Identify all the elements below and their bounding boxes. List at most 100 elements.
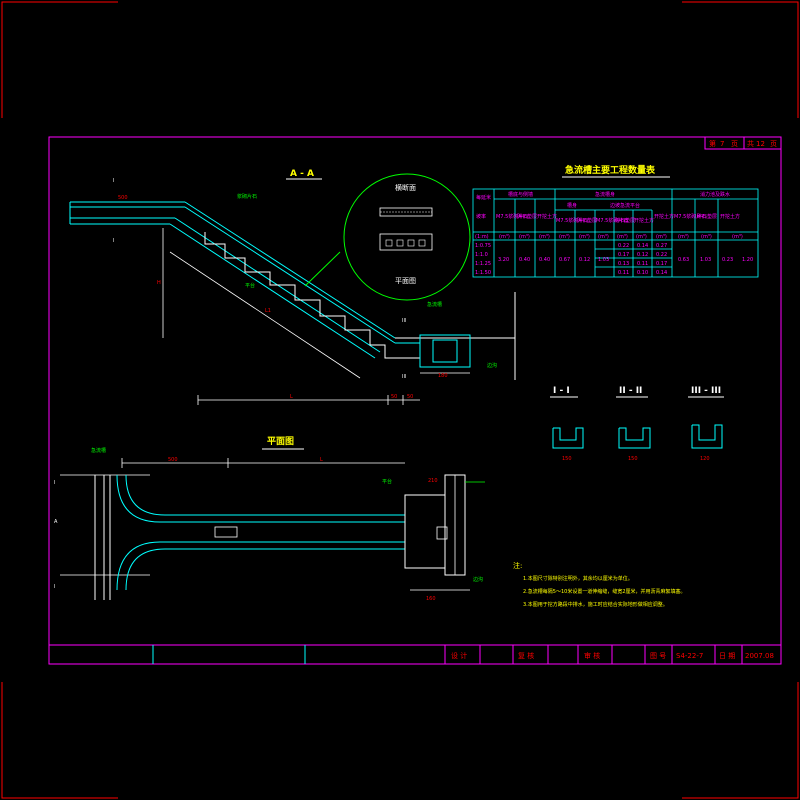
sec2-title: II - II	[619, 386, 642, 396]
table-var-3-2: 0.14	[656, 270, 667, 276]
plan-label-ditch: 急流槽	[91, 447, 106, 454]
sec3-title: III - III	[691, 386, 721, 396]
plan-dim-500: 500	[168, 457, 178, 463]
table-var-2-0: 0.13	[618, 261, 629, 267]
table-c4: M7.5浆砌片石	[556, 217, 588, 224]
approve-label: 审 核	[584, 651, 600, 660]
table-unit-3: (m³)	[539, 234, 550, 240]
page-unit: 页	[731, 140, 738, 148]
table-unit-6: (m³)	[598, 234, 609, 240]
table-tail-2: 0.23	[722, 257, 733, 263]
table-c11: 碎石垫层	[697, 213, 717, 220]
table-unit-5: (m³)	[579, 234, 590, 240]
dim-180: 180	[438, 373, 448, 379]
table-var-2-1: 0.11	[637, 261, 648, 267]
page-number: 7	[720, 140, 724, 148]
table-tail-1: 1.03	[700, 257, 711, 263]
table-group1: 槽底与侧墙	[508, 191, 533, 198]
table-var-0-0: 0.22	[618, 243, 629, 249]
table-tail-3: 1.20	[742, 257, 753, 263]
table-slope-1: 1:1.0	[475, 252, 488, 258]
sec3-dim: 120	[700, 456, 710, 462]
table-slope-2: 1:1.25	[475, 261, 491, 267]
plan-cut-1: I	[54, 480, 55, 486]
plan-cut-1b: I	[54, 584, 55, 590]
table-c2: 碎石垫层	[517, 213, 537, 220]
plan-view: 平面图 500 L 160 210 急流槽 平台 边沟 A I I	[54, 436, 485, 602]
plan-dim-210: 210	[428, 478, 438, 484]
table-unit-8: (m³)	[636, 234, 647, 240]
sec2-dim: 150	[628, 456, 638, 462]
plan-title: 平面图	[267, 436, 294, 447]
note-3: 3.本图用于挖方路段中排水，施工时应结合实际地形做相应调整。	[523, 601, 668, 608]
plan-label-berm: 平台	[382, 478, 392, 485]
drawing-border	[48, 136, 782, 665]
table-var-1-1: 0.12	[637, 252, 648, 258]
table-sub-a: 槽身	[567, 202, 577, 209]
detail-cross-title: 横断面	[395, 183, 416, 192]
table-c10: M7.5浆砌片石	[674, 213, 706, 220]
table-title: 急流槽主要工程数量表	[565, 164, 656, 176]
table-c9: 开挖土方	[654, 213, 674, 220]
sec1-dim: 150	[562, 456, 572, 462]
label-side-ditch: 边沟	[487, 362, 497, 369]
plan-dim-160: 160	[426, 596, 436, 602]
label-drain-ditch: 急流槽	[427, 301, 442, 308]
table-var-0-1: 0.14	[637, 243, 648, 249]
detail-plan-title: 平面图	[395, 277, 416, 285]
table-unit-11: (m³)	[701, 234, 712, 240]
table-c5: 碎石垫层	[577, 217, 597, 224]
plan-label-side: 边沟	[473, 576, 483, 583]
table-unit-12: (m³)	[732, 234, 743, 240]
table-c3: 开挖土方	[537, 213, 557, 220]
cut-mark-3: III	[402, 318, 406, 324]
cut-mark-1: I	[113, 178, 114, 184]
cut-mark-3b: III	[402, 374, 406, 380]
table-c12: 开挖土方	[720, 213, 740, 220]
detail-circle: 横断面 平面图	[304, 173, 471, 301]
table-tail-0: 0.63	[678, 257, 689, 263]
plan-dim-l: L	[320, 457, 323, 463]
table-corner: 每延米	[476, 194, 491, 201]
table-slope-0: 1:0.75	[475, 243, 491, 249]
table-var-1-2: 0.22	[656, 252, 667, 258]
dim-50a: 50	[391, 394, 397, 400]
table-unit-4: (m³)	[559, 234, 570, 240]
dim-500-top: 500	[118, 195, 128, 201]
drawing-no: S4-22-7	[676, 652, 703, 660]
table-merged-3: 0.67	[559, 257, 570, 263]
table-group3: 消力池及跌水	[700, 191, 730, 198]
page-label: 第	[709, 139, 716, 148]
dim-l: L	[290, 394, 293, 400]
section-aa-title: A - A	[290, 169, 314, 179]
table-unit-10: (m³)	[678, 234, 689, 240]
cross-sections: I - I 150 II - II 150 III - III 120	[550, 386, 724, 462]
dim-h: H	[157, 280, 161, 286]
quantity-table: 急流槽主要工程数量表 每延米 坡率 槽底与侧	[472, 164, 759, 278]
table-unit-7: (m³)	[617, 234, 628, 240]
notes-head: 注:	[513, 561, 522, 570]
table-merged-2: 0.40	[539, 257, 550, 263]
date-value: 2007.08	[745, 652, 774, 660]
table-c1: M7.5浆砌片石	[496, 213, 528, 220]
sec1-title: I - I	[553, 386, 570, 396]
table-group2: 急流槽身	[595, 191, 615, 198]
label-berm: 平台	[245, 282, 255, 289]
page-counter: 第 7 页 共 12 页	[704, 136, 782, 150]
table-unit-1: (m³)	[499, 234, 510, 240]
table-var-2-2: 0.17	[656, 261, 667, 267]
plan-cut-a: A	[54, 519, 58, 525]
table-col-slope: 坡率	[476, 213, 486, 220]
table-c6: M7.5浆砌片石	[596, 217, 628, 224]
title-block: 设 计 复 核 审 核 图 号 S4-22-7 日 期 2007.08	[49, 644, 781, 664]
table-unit-9: (m³)	[656, 234, 667, 240]
total-number: 12	[756, 140, 765, 148]
date-label: 日 期	[719, 652, 735, 660]
table-var-3-1: 0.10	[637, 270, 648, 276]
drawing-no-label: 图 号	[650, 652, 666, 660]
table-slope-3: 1:1.50	[475, 270, 491, 276]
table-merged-4: 0.12	[579, 257, 590, 263]
dim-50b: 50	[407, 394, 413, 400]
